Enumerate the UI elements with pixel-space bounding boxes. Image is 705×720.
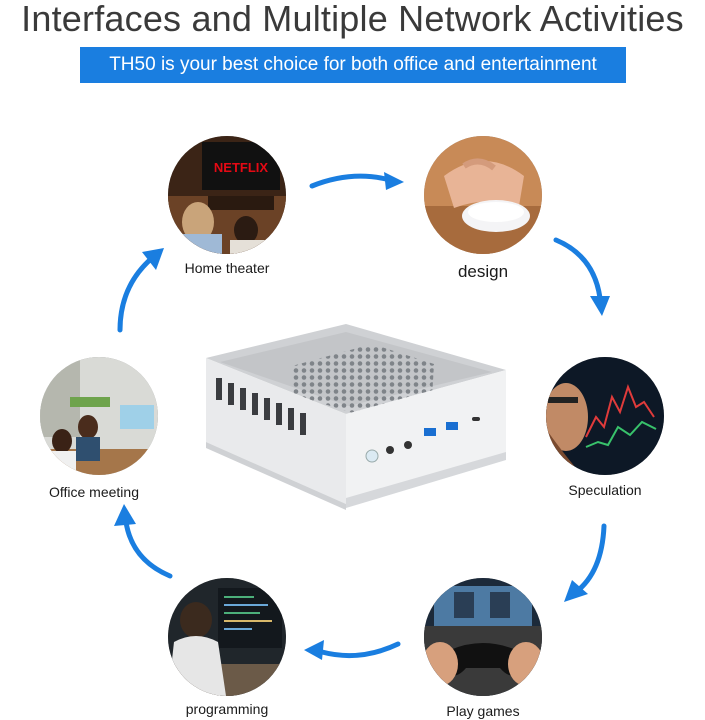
arrow-office-to-home-icon [117, 248, 164, 333]
arrow-programming-to-office-icon [114, 504, 173, 579]
play-games-illustration [424, 578, 542, 696]
play-games-image [424, 578, 542, 696]
programming-label: programming [185, 701, 269, 717]
netflix-logo: NETFLIX [214, 160, 268, 175]
office-meeting-label: Office meeting [48, 484, 139, 500]
speculation-illustration [546, 357, 664, 475]
arrow-speculation-to-games-icon [564, 523, 607, 602]
home-theater-label: Home theater [184, 260, 270, 276]
play-games-label: Play games [446, 703, 520, 719]
programming-image [168, 578, 286, 696]
speculation-image [546, 357, 664, 475]
arrow-design-to-speculation-icon [553, 237, 610, 316]
office-meeting-image [40, 357, 158, 475]
arrow-games-to-programming-icon [304, 640, 401, 660]
page-title: Interfaces and Multiple Network Activiti… [21, 0, 684, 39]
design-image [424, 136, 542, 254]
home-theater-illustration: NETFLIX [168, 136, 286, 254]
subtitle-banner: TH50 is your best choice for both office… [80, 47, 626, 83]
speculation-label: Speculation [568, 482, 642, 498]
design-label: design [457, 262, 509, 281]
office-meeting-illustration [40, 357, 158, 475]
programming-illustration [168, 578, 286, 696]
mini-pc-device [206, 324, 506, 510]
design-illustration [424, 136, 542, 254]
arrow-home-to-design-icon [309, 172, 404, 190]
home-theater-image: NETFLIX [168, 136, 286, 254]
